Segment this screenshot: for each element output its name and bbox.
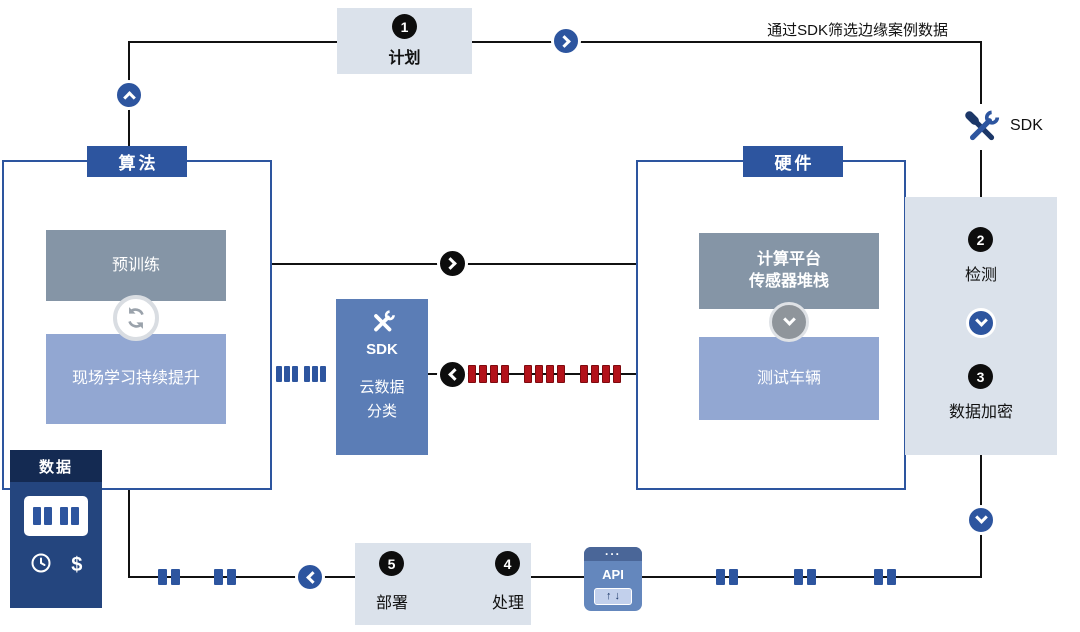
compute-platform-node: 计算平台 传感器堆栈 [699,233,879,309]
plan-label: 计划 [388,50,421,67]
cloud-sdk-line1: 云数据 [359,379,405,396]
hardware-header: 硬件 [743,146,843,177]
chevron-down-icon-hardware [769,302,809,342]
chevron-down-icon-right [966,505,996,535]
compute-platform-line2: 传感器堆栈 [748,273,829,290]
edge-case-note: 通过SDK筛选边缘案例数据 [767,22,948,39]
pretrain-node: 预训练 [46,230,226,301]
step-5-badge: 5 [379,551,404,576]
cloud-sdk-box: SDK 云数据 分类 [336,299,428,455]
sync-icon [113,295,159,341]
sdk-badge-label: SDK [1010,117,1043,134]
chevron-right-glyph [557,34,571,48]
data-panel-header: 数据 [10,450,102,482]
data-flow-ticks-blue [716,569,738,585]
field-learning-node: 现场学习持续提升 [46,334,226,424]
data-flow-ticks-blue [158,569,180,585]
chevron-down-glyph [974,510,988,524]
data-flow-ticks-blue [874,569,896,585]
algorithm-header: 算法 [87,146,187,177]
data-bars-icon [24,496,88,536]
data-flow-ticks-blue [794,569,816,585]
chevron-right-glyph [444,257,457,270]
api-label: API [602,567,624,582]
connector-top-right-h [472,41,982,43]
test-vehicle-node: 测试车辆 [699,337,879,420]
api-badge: ... API ↑ ↓ [584,547,642,611]
encrypt-label: 数据加密 [948,404,1013,421]
dollar-sign: $ [71,554,83,576]
data-flow-ticks-red [580,365,621,383]
step-3-badge: 3 [968,364,993,389]
process-label: 处理 [491,595,524,612]
chevron-up-icon-algorithm [114,80,144,110]
data-panel: 数据 $ [10,450,102,608]
chevron-down-icon-panel [966,308,996,338]
data-flow-ticks-red [468,365,509,383]
data-flow-ticks-blue [214,569,236,585]
connector-left-lower-v [128,490,130,578]
step-2-badge: 2 [968,227,993,252]
cloud-sdk-label: SDK [366,341,398,358]
api-arrows-icon: ↑ ↓ [594,588,632,605]
connector-top-left-h [128,41,337,43]
plan-node: 1 计划 [337,8,472,74]
cloud-sdk-line2: 分类 [366,403,397,420]
chevron-up-glyph [122,90,136,104]
api-dots: ... [584,547,642,561]
compute-platform-line1: 计算平台 [756,251,821,269]
chevron-right-icon-top [551,26,581,56]
chevron-right-icon-middle [437,248,468,279]
step-4-badge: 4 [495,551,520,576]
detect-label: 检测 [964,267,997,284]
connector-bottom-h [129,576,982,578]
data-flow-ticks-red [524,365,565,383]
chevron-left-glyph [305,570,319,584]
chevron-left-icon-bottom [295,562,325,592]
bar-group [60,507,79,525]
data-flow-ticks-blue [276,366,298,382]
bar-group [33,507,52,525]
step-1-badge: 1 [392,14,417,39]
data-flow-ticks-blue [304,366,326,382]
chevron-down-glyph [974,313,988,327]
clock-icon [30,552,52,579]
chevron-left-icon-return [437,359,468,390]
deploy-label: 部署 [375,595,408,612]
chevron-left-glyph [448,368,461,381]
chevron-down-glyph [782,312,796,326]
sdk-tools-icon-white [367,307,397,342]
sdk-tools-icon [958,104,1004,150]
